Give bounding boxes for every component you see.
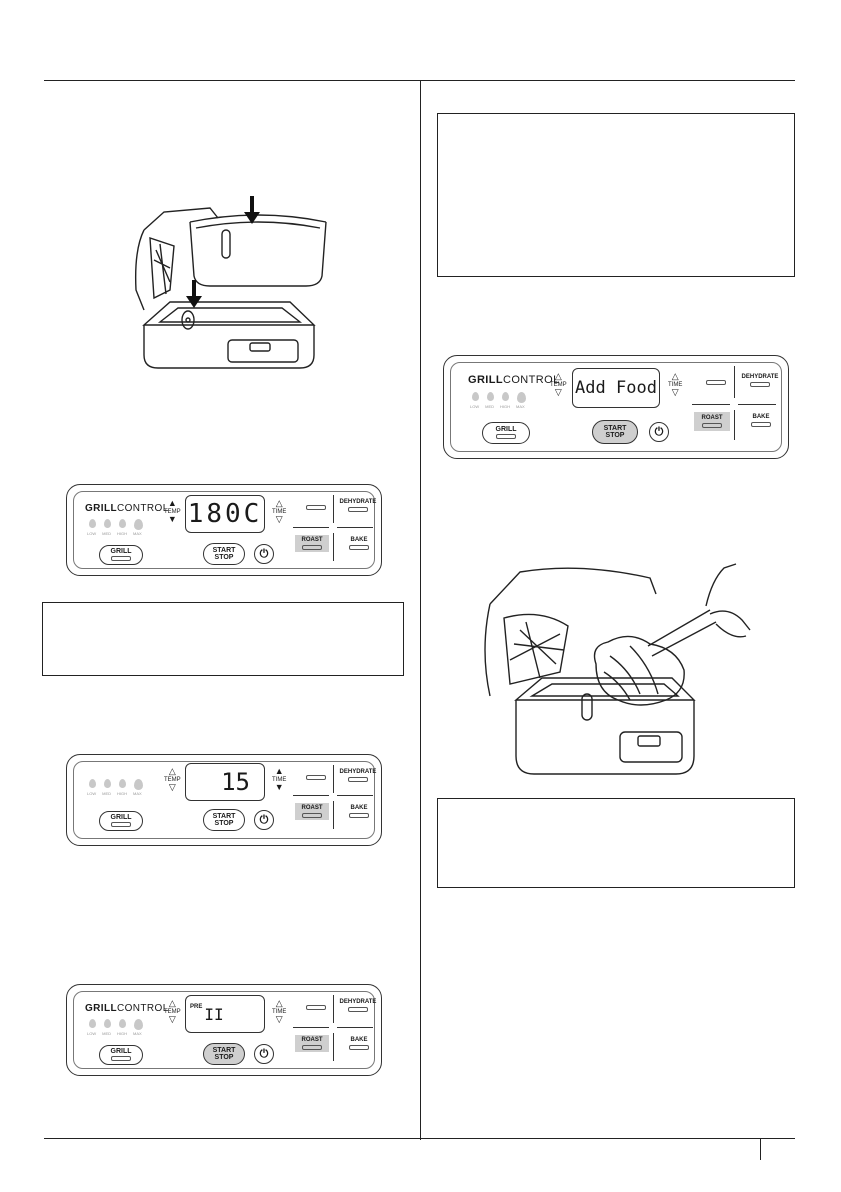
time-adjust[interactable]: ▲TIME▼ <box>272 766 287 793</box>
heat-high-icon <box>119 519 126 528</box>
temp-up-icon[interactable]: ▲ <box>167 498 177 508</box>
heat-high-icon <box>119 779 126 788</box>
temp-up-icon[interactable]: △ <box>168 998 176 1008</box>
heat-low-icon <box>89 1019 96 1028</box>
heat-max-icon <box>134 1019 143 1030</box>
heat-med-icon <box>487 392 494 401</box>
time-up-icon[interactable]: △ <box>275 498 283 508</box>
roast-button[interactable]: ROAST <box>295 803 329 820</box>
top-rule <box>44 80 795 81</box>
power-button[interactable]: ⏻ <box>649 422 669 442</box>
heat-low-icon <box>472 392 479 401</box>
pot-insert-illustration <box>134 196 327 369</box>
heat-level-indicators <box>89 779 143 790</box>
roast-button[interactable]: ROAST <box>295 1035 329 1052</box>
grill-button[interactable]: GRILL <box>482 422 530 444</box>
function-blank[interactable] <box>299 503 333 510</box>
bake-button[interactable]: BAKE <box>740 414 782 427</box>
temp-down-icon[interactable]: ▼ <box>167 514 177 525</box>
control-panel-temp: GRILLCONTROL LOW MED HIGH MAX GRILL ▲TEM… <box>66 484 382 576</box>
time-up-icon[interactable]: ▲ <box>274 766 284 776</box>
dehydrate-button[interactable]: DEHYDRATE <box>736 374 784 387</box>
heat-high-icon <box>502 392 509 401</box>
temp-down-icon[interactable]: ▽ <box>168 782 176 793</box>
heat-med-icon <box>104 1019 111 1028</box>
time-down-icon[interactable]: ▽ <box>275 1014 283 1025</box>
note-box-left <box>42 602 404 676</box>
control-panel-time: LOW MED HIGH MAX GRILL △TEMP▽ 15 ▲TIME▼ … <box>66 754 382 846</box>
note-box-right-top <box>437 113 795 277</box>
heat-level-indicators <box>89 1019 143 1030</box>
function-blank[interactable] <box>299 773 333 780</box>
add-food-illustration <box>484 563 751 775</box>
heat-level-labels: LOW MED HIGH MAX <box>470 404 525 409</box>
function-blank[interactable] <box>698 378 734 385</box>
grill-button[interactable]: GRILL <box>99 811 143 831</box>
time-down-icon[interactable]: ▽ <box>671 387 679 398</box>
temp-down-icon[interactable]: ▽ <box>168 1014 176 1025</box>
dehydrate-button[interactable]: DEHYDRATE <box>335 499 381 512</box>
bake-button[interactable]: BAKE <box>339 537 379 550</box>
bake-button[interactable]: BAKE <box>339 805 379 818</box>
time-up-icon[interactable]: △ <box>275 998 283 1008</box>
page-number-divider <box>760 1138 761 1160</box>
temp-adjust[interactable]: △TEMP▽ <box>164 998 181 1025</box>
heat-low-icon <box>89 519 96 528</box>
heat-level-labels: LOW MED HIGH MAX <box>87 791 142 796</box>
time-adjust[interactable]: △TIME▽ <box>668 371 683 398</box>
time-adjust[interactable]: △TIME▽ <box>272 498 287 525</box>
center-divider <box>420 80 421 1140</box>
function-blank[interactable] <box>299 1003 333 1010</box>
temp-down-icon[interactable]: ▽ <box>554 387 562 398</box>
roast-button[interactable]: ROAST <box>295 535 329 552</box>
temp-adjust[interactable]: △TEMP▽ <box>164 766 181 793</box>
heat-level-labels: LOW MED HIGH MAX <box>87 1031 142 1036</box>
heat-level-labels: LOW MED HIGH MAX <box>87 531 142 536</box>
power-button[interactable]: ⏻ <box>254 544 274 564</box>
time-down-icon[interactable]: ▼ <box>274 782 284 793</box>
heat-med-icon <box>104 779 111 788</box>
control-panel-preheat: GRILLCONTROL LOW MED HIGH MAX GRILL △TEM… <box>66 984 382 1076</box>
temp-up-icon[interactable]: △ <box>168 766 176 776</box>
control-panel-add-food: GRILLCONTROL LOW MED HIGH MAX GRILL △TEM… <box>443 355 789 459</box>
temp-adjust[interactable]: ▲TEMP▼ <box>164 498 181 525</box>
bake-button[interactable]: BAKE <box>339 1037 379 1050</box>
heat-low-icon <box>89 779 96 788</box>
roast-button[interactable]: ROAST <box>694 412 730 431</box>
power-button[interactable]: ⏻ <box>254 810 274 830</box>
dehydrate-button[interactable]: DEHYDRATE <box>335 769 381 782</box>
power-button[interactable]: ⏻ <box>254 1044 274 1064</box>
heat-high-icon <box>119 1019 126 1028</box>
heat-level-indicators <box>89 519 143 530</box>
brand-logo: GRILLCONTROL <box>85 503 169 514</box>
time-adjust[interactable]: △TIME▽ <box>272 998 287 1025</box>
grill-button[interactable]: GRILL <box>99 1045 143 1065</box>
time-up-icon[interactable]: △ <box>671 371 679 381</box>
temp-up-icon[interactable]: △ <box>554 371 562 381</box>
lcd-display: 15 <box>185 763 265 801</box>
note-box-right-bottom <box>437 798 795 888</box>
heat-max-icon <box>134 779 143 790</box>
grill-button[interactable]: GRILL <box>99 545 143 565</box>
brand-logo: GRILLCONTROL <box>468 374 560 386</box>
temp-adjust[interactable]: △TEMP▽ <box>550 371 567 398</box>
lcd-display: 180C <box>185 495 265 533</box>
heat-level-indicators <box>472 392 526 403</box>
heat-max-icon <box>517 392 526 403</box>
heat-max-icon <box>134 519 143 530</box>
time-down-icon[interactable]: ▽ <box>275 514 283 525</box>
dehydrate-button[interactable]: DEHYDRATE <box>335 999 381 1012</box>
bottom-rule <box>44 1138 795 1139</box>
brand-logo: GRILLCONTROL <box>85 1003 169 1014</box>
lcd-display: PRE II <box>185 995 265 1033</box>
lcd-display: Add Food <box>572 368 660 408</box>
heat-med-icon <box>104 519 111 528</box>
